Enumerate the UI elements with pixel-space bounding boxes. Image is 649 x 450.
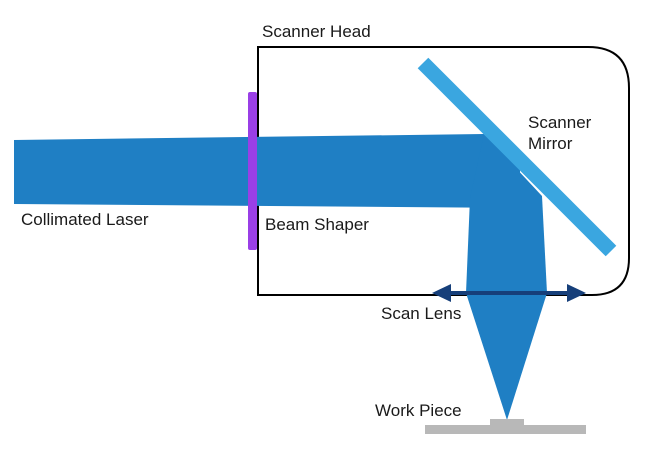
scanner-head-housing <box>257 46 630 296</box>
scan-lens-arrow <box>432 284 586 302</box>
collimated-laser-beam <box>14 134 520 208</box>
work-piece-label: Work Piece <box>375 401 462 420</box>
collimated-laser-label: Collimated Laser <box>21 210 149 229</box>
scanner-mirror-label-line1: Scanner <box>528 113 592 132</box>
scanner-mirror <box>417 57 617 257</box>
scan-lens-label: Scan Lens <box>381 304 461 323</box>
scanner-mirror-label-line2: Mirror <box>528 134 573 153</box>
scanner-head-label: Scanner Head <box>262 22 371 41</box>
work-piece <box>425 419 586 434</box>
beam-shaper-label: Beam Shaper <box>265 215 369 234</box>
deflected-beam <box>466 134 547 420</box>
beam-shaper <box>248 92 257 250</box>
